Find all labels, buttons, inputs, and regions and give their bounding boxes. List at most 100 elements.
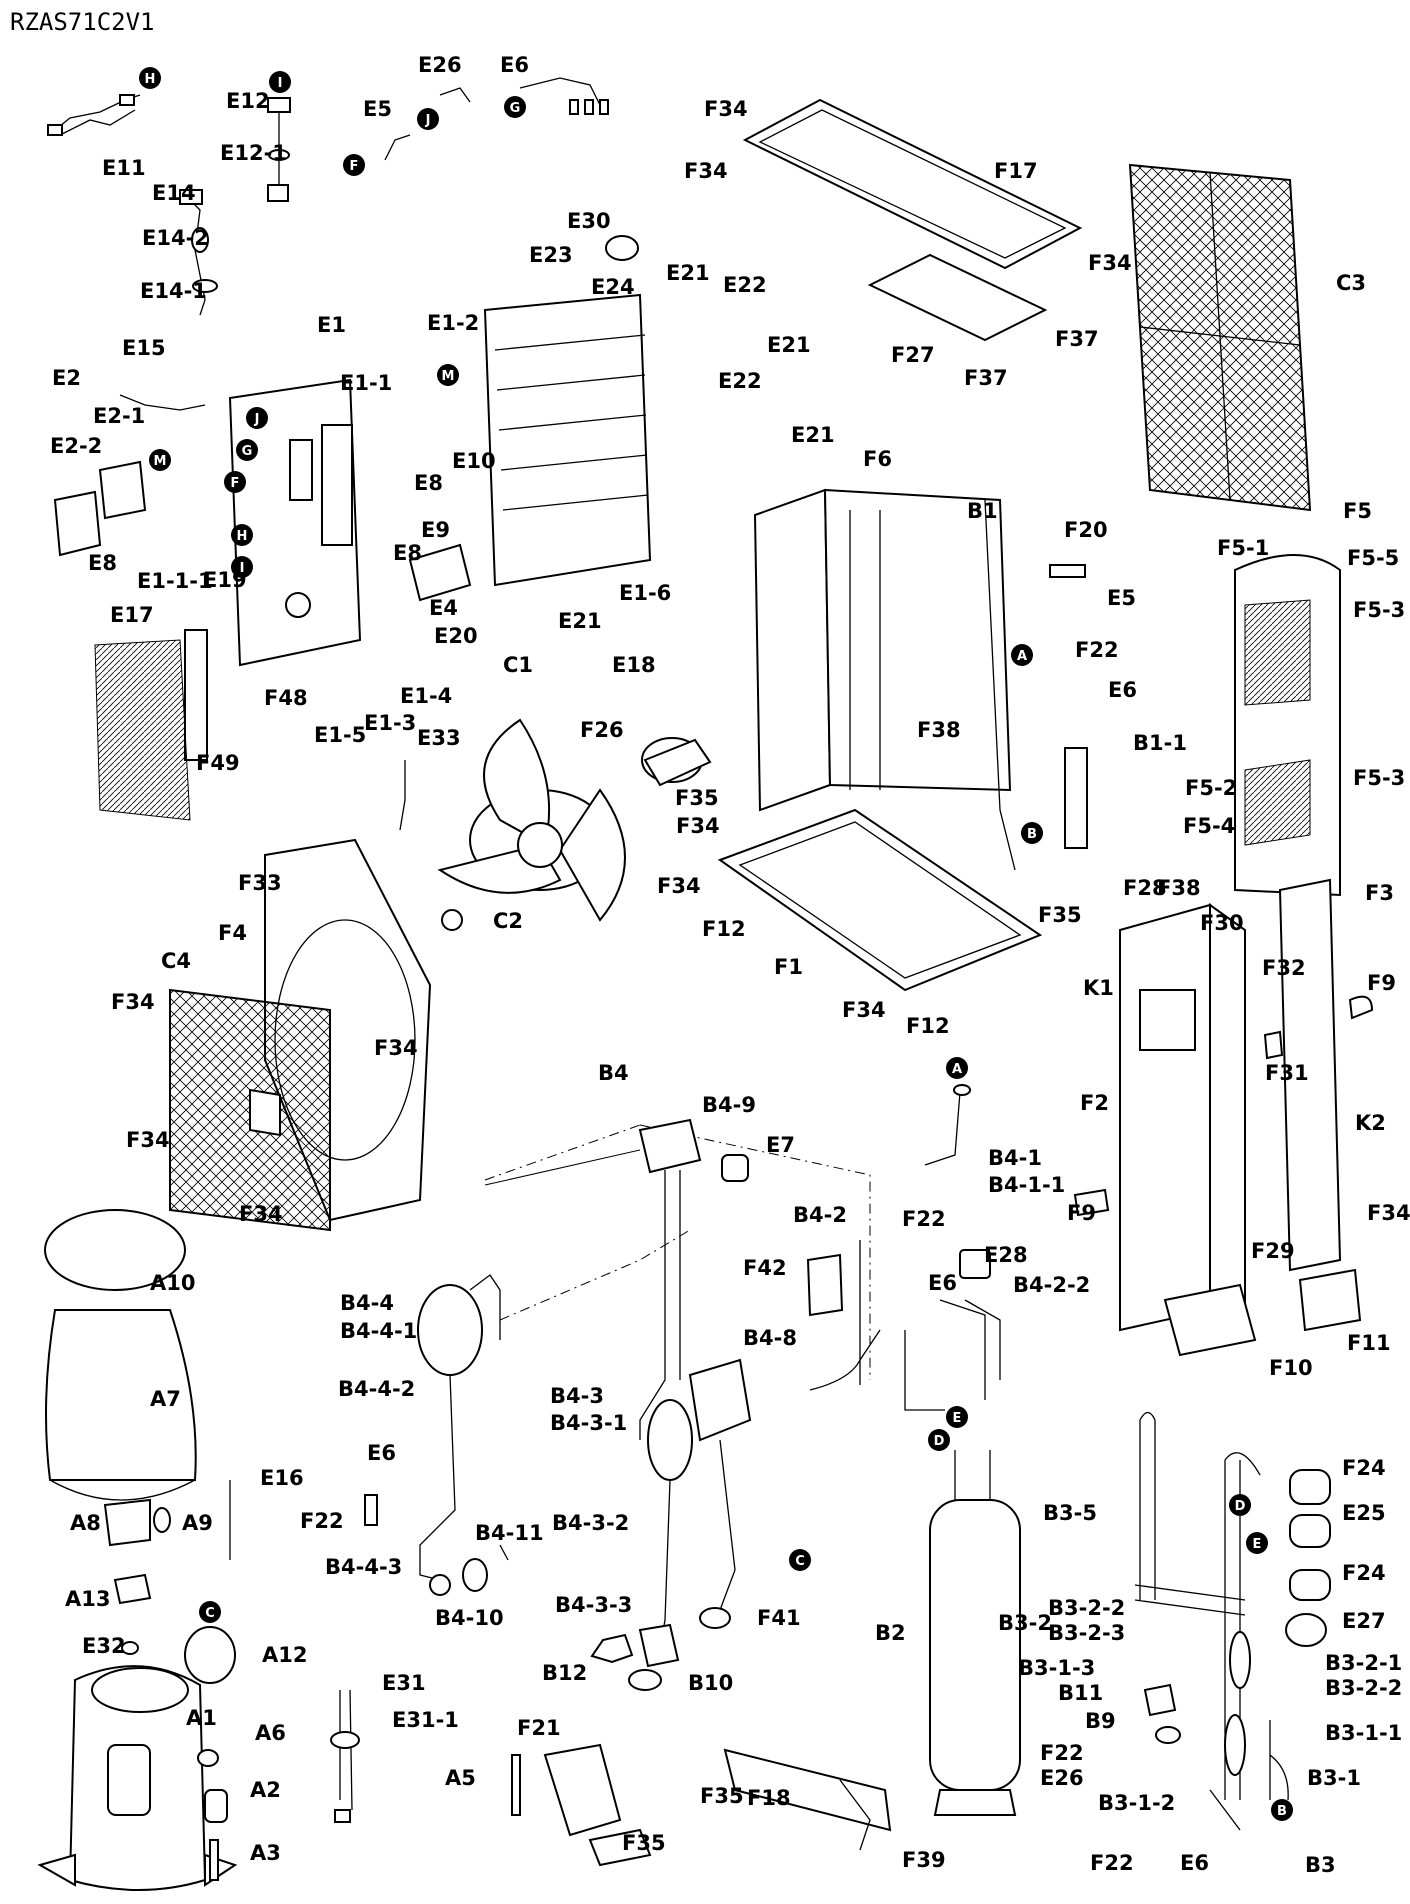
- part-label: F22: [1040, 1741, 1084, 1765]
- part-label: F5-3: [1353, 766, 1405, 790]
- part-label: F34: [126, 1128, 170, 1152]
- part-label: B11: [1058, 1681, 1103, 1705]
- part-label: F35: [675, 786, 719, 810]
- part-label: B3-5: [1043, 1501, 1097, 1525]
- part-label: B4: [598, 1061, 629, 1085]
- part-label: E14-2: [142, 226, 209, 250]
- part-label: F5-1: [1217, 536, 1269, 560]
- marker-letter: M: [442, 369, 455, 384]
- part-label: E14: [152, 181, 196, 205]
- part-label: B4-3-1: [550, 1411, 627, 1435]
- part-label: F26: [580, 718, 624, 742]
- marker-circle: [928, 1429, 950, 1451]
- reference-marker: I: [231, 556, 253, 578]
- part-label: F6: [863, 447, 892, 471]
- part-label: B3-1: [1307, 1766, 1361, 1790]
- part-label: E1-4: [400, 684, 452, 708]
- part-label: B1: [967, 499, 998, 523]
- marker-letter: I: [240, 561, 245, 576]
- marker-circle: [139, 67, 161, 89]
- part-label: B3-1-3: [1018, 1656, 1095, 1680]
- part-label: F5-2: [1185, 776, 1237, 800]
- marker-letter: F: [231, 476, 240, 491]
- part-label: E5: [363, 97, 392, 121]
- reference-marker: A: [1011, 644, 1033, 666]
- part-label: F41: [757, 1606, 801, 1630]
- part-label: A2: [250, 1778, 281, 1802]
- part-label: F5-3: [1353, 598, 1405, 622]
- part-label: E21: [791, 423, 835, 447]
- part-label: F24: [1342, 1561, 1386, 1585]
- marker-letter: D: [934, 1434, 945, 1449]
- part-label: A7: [150, 1387, 181, 1411]
- part-label: F34: [239, 1202, 283, 1226]
- part-label: E6: [500, 53, 529, 77]
- part-label: F27: [891, 343, 935, 367]
- part-label: F37: [964, 366, 1008, 390]
- part-label: E16: [260, 1466, 304, 1490]
- part-label: B1-1: [1133, 731, 1187, 755]
- part-label: F21: [517, 1716, 561, 1740]
- reference-marker: E: [946, 1406, 968, 1428]
- part-label: B4-1-1: [988, 1173, 1065, 1197]
- part-label: E1: [317, 313, 346, 337]
- part-label: F34: [374, 1036, 418, 1060]
- part-label: E5: [1107, 586, 1136, 610]
- part-label: A13: [65, 1587, 110, 1611]
- part-label: F17: [994, 159, 1038, 183]
- marker-circle: [504, 96, 526, 118]
- part-label: B3-2-3: [1048, 1621, 1125, 1645]
- part-label: F31: [1265, 1061, 1309, 1085]
- part-label: F10: [1269, 1356, 1313, 1380]
- marker-letter: M: [154, 454, 167, 469]
- part-label: B4-10: [435, 1606, 504, 1630]
- part-label: A9: [182, 1511, 213, 1535]
- marker-circle: [246, 407, 268, 429]
- part-label: F24: [1342, 1456, 1386, 1480]
- reference-marker: C: [199, 1601, 221, 1623]
- marker-circle: [417, 108, 439, 130]
- part-label: E9: [421, 518, 450, 542]
- marker-letter: C: [205, 1606, 215, 1621]
- part-label: E17: [110, 603, 154, 627]
- part-label: F38: [1157, 876, 1201, 900]
- part-label: E31-1: [392, 1708, 459, 1732]
- marker-circle: [1229, 1494, 1251, 1516]
- part-label: F9: [1067, 1201, 1096, 1225]
- part-label: B4-1: [988, 1146, 1042, 1170]
- part-label: F22: [902, 1207, 946, 1231]
- part-label: B3-2-1: [1325, 1651, 1402, 1675]
- part-label: A6: [255, 1721, 286, 1745]
- part-label: E22: [723, 273, 767, 297]
- part-label: F12: [702, 917, 746, 941]
- marker-letter: C: [795, 1554, 805, 1569]
- marker-circle: [269, 71, 291, 93]
- part-label: A5: [445, 1766, 476, 1790]
- part-label: E14-1: [140, 279, 207, 303]
- part-label: F34: [657, 874, 701, 898]
- part-label: E8: [393, 541, 422, 565]
- marker-circle: [199, 1601, 221, 1623]
- part-label: F18: [747, 1786, 791, 1810]
- part-label: E11: [102, 156, 146, 180]
- model-title: RZAS71C2V1: [10, 8, 155, 36]
- marker-letter: G: [510, 101, 521, 116]
- part-label: B3-1-2: [1098, 1791, 1175, 1815]
- reference-marker: F: [343, 154, 365, 176]
- part-label: F37: [1055, 327, 1099, 351]
- part-label: F29: [1251, 1239, 1295, 1263]
- part-label: F30: [1200, 911, 1244, 935]
- part-label: E2: [52, 366, 81, 390]
- part-label: B4-4-1: [340, 1319, 417, 1343]
- marker-circle: [224, 471, 246, 493]
- reference-marker: J: [246, 407, 268, 429]
- part-label: F34: [676, 814, 720, 838]
- marker-letter: H: [145, 72, 156, 87]
- part-label: B4-4-3: [325, 1555, 402, 1579]
- part-label: B4-2: [793, 1203, 847, 1227]
- part-label: E30: [567, 209, 611, 233]
- part-label: E15: [122, 336, 166, 360]
- part-label: F32: [1262, 956, 1306, 980]
- marker-letter: F: [350, 159, 359, 174]
